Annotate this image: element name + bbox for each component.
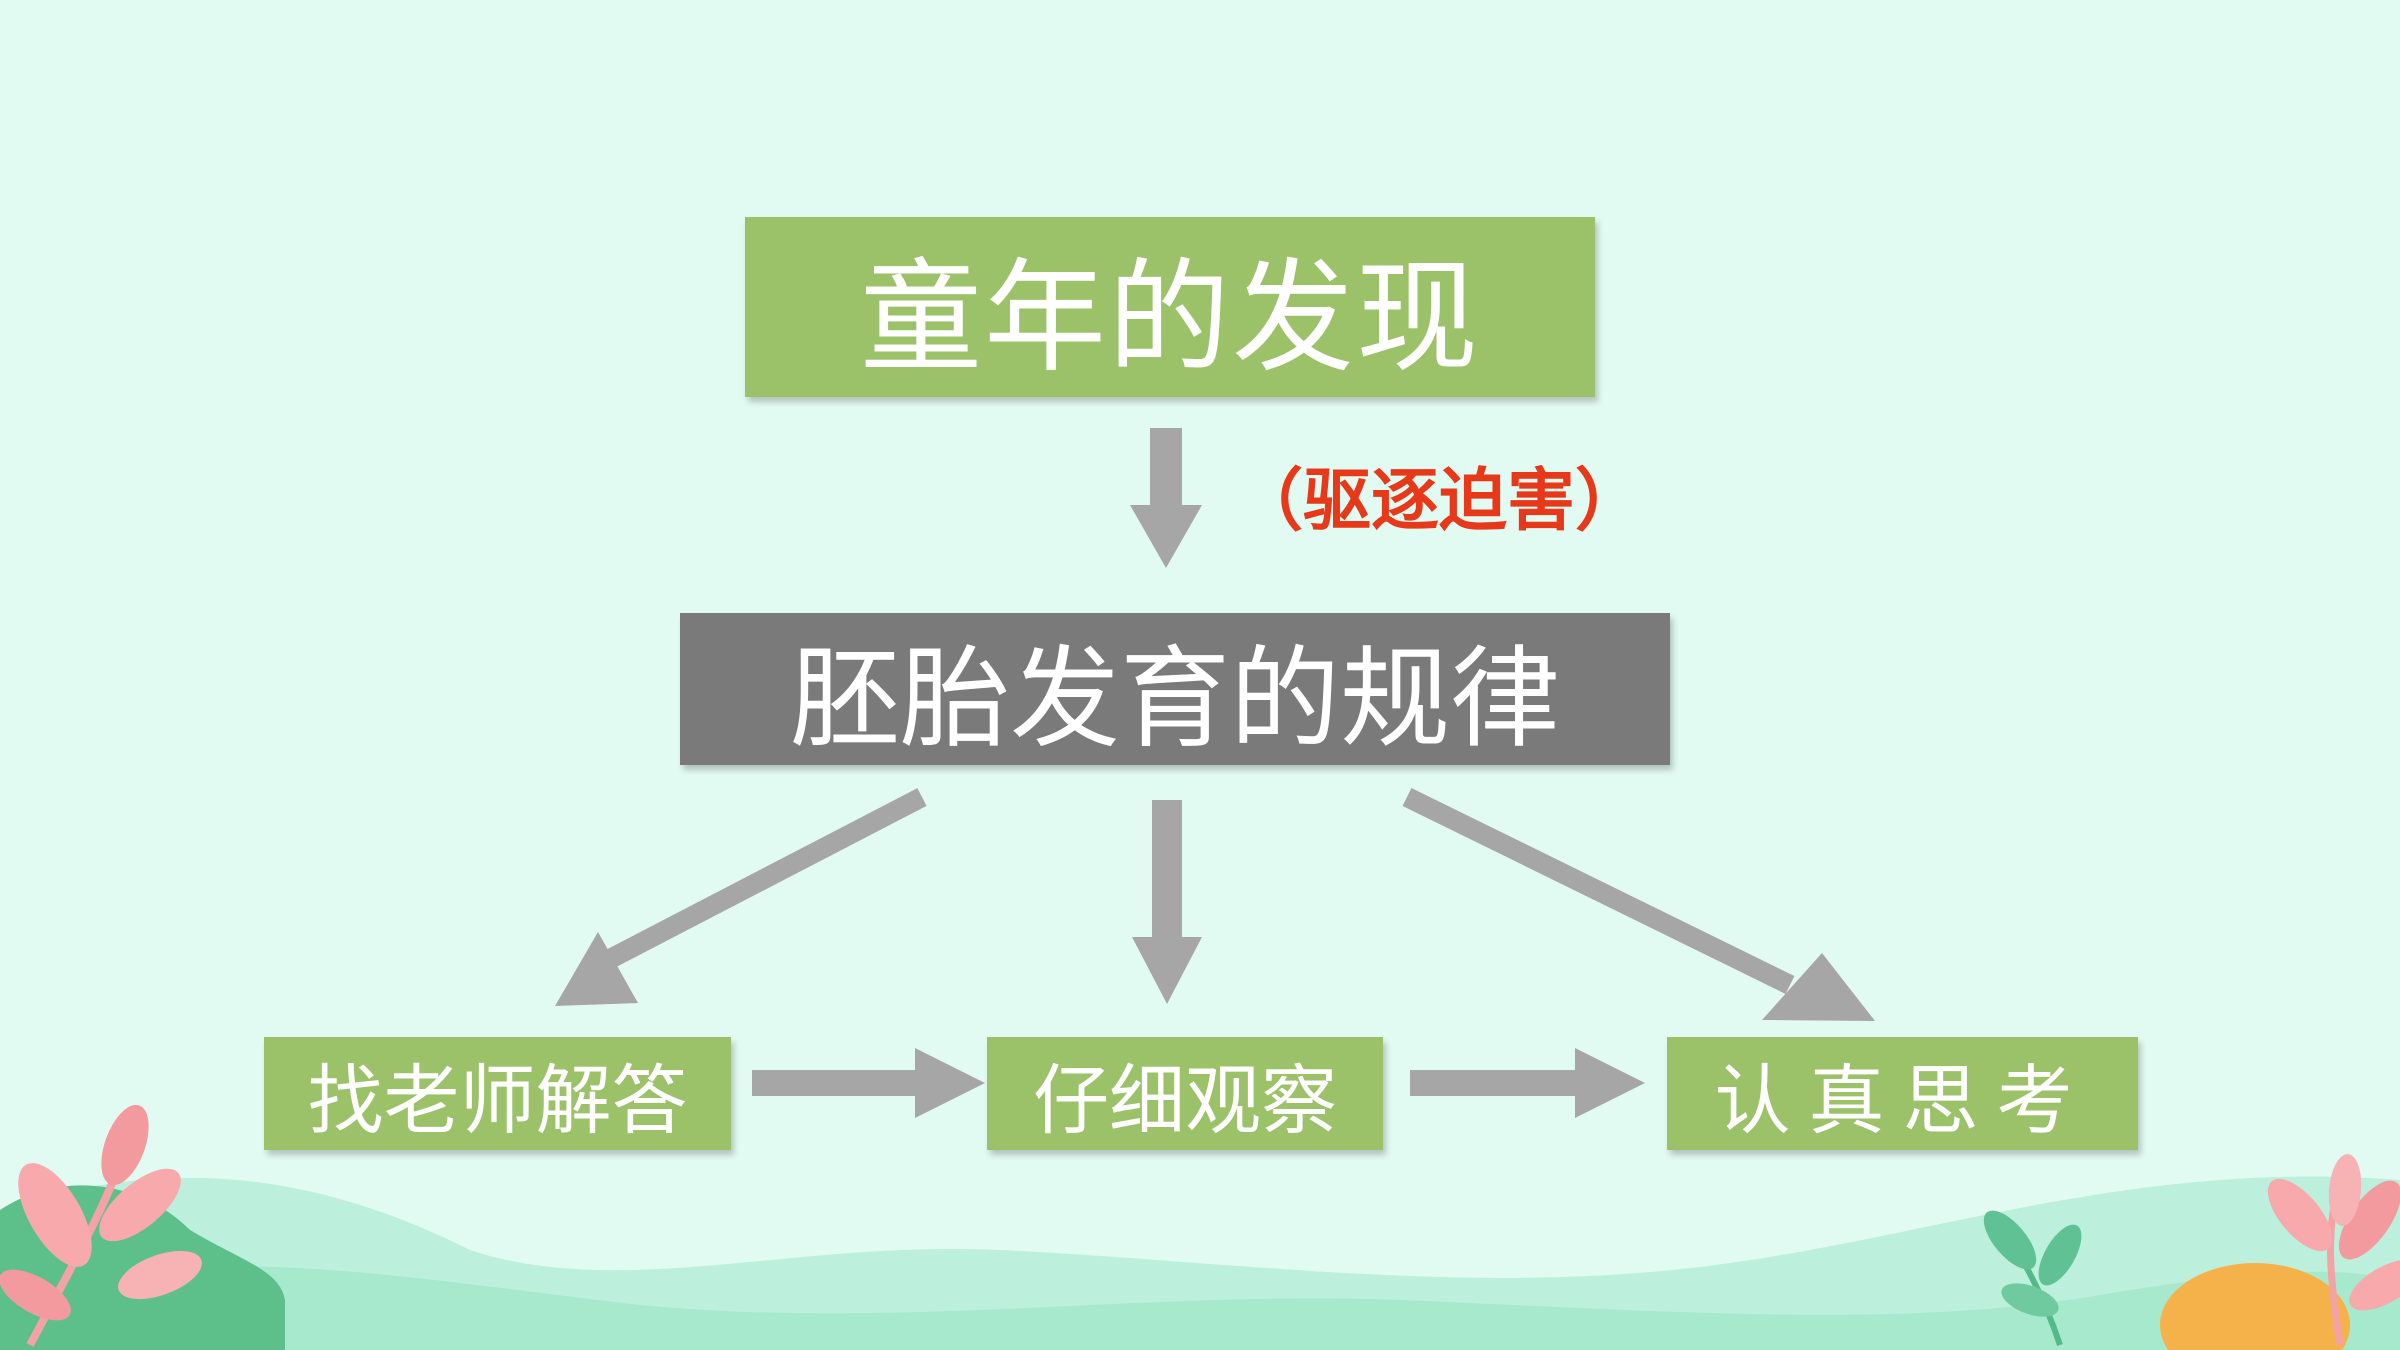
arrow-top-to-middle	[1130, 428, 1202, 568]
node-observe-carefully-label: 仔细观察	[1033, 1055, 1337, 1145]
leaf-right-green-3	[2001, 1283, 2059, 1317]
arrow-left-to-center	[752, 1048, 985, 1118]
node-think-seriously-label: 认真思考	[1714, 1055, 2091, 1145]
leaf-right-pink-3	[2328, 1154, 2362, 1226]
leaf-right-pink-4	[2349, 1259, 2400, 1311]
leaf-right-pink-2	[2338, 1180, 2400, 1260]
node-think-seriously: 认真思考	[1667, 1037, 2138, 1150]
leaf-left-3	[101, 1104, 149, 1186]
node-embryo-development: 胚胎发育的规律	[680, 613, 1670, 765]
leaf-left-5	[0, 1269, 71, 1321]
arrow-middle-to-center	[1132, 800, 1202, 1004]
leaf-left-4	[118, 1250, 202, 1300]
arrow-center-to-right	[1410, 1048, 1645, 1118]
hill-front	[0, 1266, 2400, 1350]
node-ask-teacher-label: 找老师解答	[307, 1055, 688, 1145]
node-childhood-discovery-label: 童年的发现	[860, 246, 1480, 389]
arrow-middle-to-right	[1402, 788, 1875, 1021]
annotation-expulsion: （驱逐迫害）	[1235, 462, 1644, 541]
arrow-middle-to-left	[555, 788, 927, 1006]
leaf-left-1	[18, 1163, 92, 1267]
node-ask-teacher: 找老师解答	[264, 1037, 731, 1150]
orange-blob	[2160, 1263, 2350, 1350]
leaf-right-green-1	[1983, 1210, 2037, 1270]
node-childhood-discovery: 童年的发现	[745, 217, 1595, 397]
node-embryo-development-label: 胚胎发育的规律	[790, 635, 1560, 763]
node-observe-carefully: 仔细观察	[987, 1037, 1383, 1150]
leaf-right-pink-1	[2267, 1178, 2333, 1252]
leaf-right-green-2	[2038, 1224, 2082, 1286]
leaf-left-2	[99, 1168, 181, 1242]
